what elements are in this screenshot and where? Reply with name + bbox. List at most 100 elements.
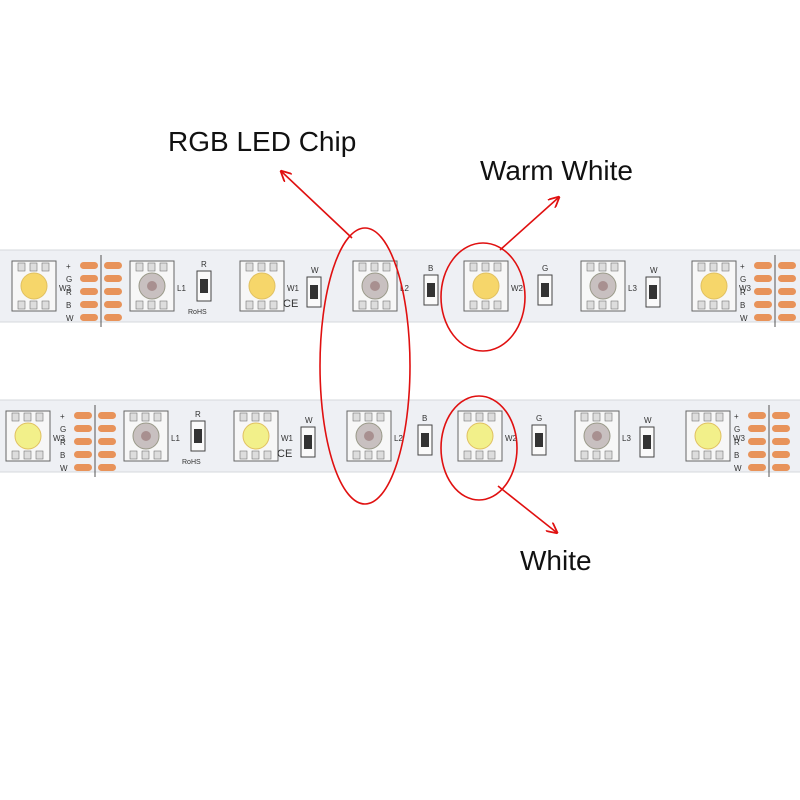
solder-pad: [74, 412, 92, 419]
warm-led-die: [20, 272, 48, 300]
chip-lead: [604, 450, 613, 460]
resistor-label: W: [311, 266, 319, 275]
chip-lead: [487, 450, 496, 460]
solder-pad: [754, 314, 772, 321]
rgb-led-core: [147, 281, 157, 291]
chip-lead: [721, 300, 730, 310]
chip-lead: [475, 412, 484, 422]
warm-white-arrow: [499, 198, 558, 251]
solder-pad: [748, 451, 766, 458]
pad-label: G: [66, 275, 72, 284]
chip-lead: [251, 450, 260, 460]
solder-pad: [80, 262, 98, 269]
pad-label: R: [740, 288, 746, 297]
solder-pad: [98, 412, 116, 419]
chip-lead: [23, 412, 32, 422]
chip-lead: [493, 300, 502, 310]
chip-lead: [257, 300, 266, 310]
white-label: White: [520, 545, 592, 576]
solder-pad: [748, 425, 766, 432]
rgb-led-core: [364, 431, 374, 441]
chip-lead: [239, 412, 248, 422]
solder-pad: [772, 451, 790, 458]
resistor-body: [194, 429, 202, 443]
chip-lead: [135, 300, 144, 310]
pad-label: W: [740, 314, 748, 323]
chip-lead: [598, 262, 607, 272]
solder-pad: [98, 425, 116, 432]
resistor-body: [649, 285, 657, 299]
pad-label: W: [60, 464, 68, 473]
chip-lead: [586, 262, 595, 272]
chip-lead: [239, 450, 248, 460]
white-led-die: [466, 422, 494, 450]
chip-lead: [610, 262, 619, 272]
chip-lead: [592, 450, 601, 460]
solder-pad: [104, 301, 122, 308]
resistor-label: G: [536, 414, 542, 423]
warm-white-label: Warm White: [480, 155, 633, 186]
white-led-die: [694, 422, 722, 450]
chip-lead: [382, 300, 391, 310]
warm-led-die: [248, 272, 276, 300]
resistor-body: [310, 285, 318, 299]
chip-lead: [703, 450, 712, 460]
chip-lead: [245, 300, 254, 310]
chip-lead: [358, 300, 367, 310]
pad-label: G: [740, 275, 746, 284]
white-arrow: [497, 485, 556, 532]
chip-lead: [11, 412, 20, 422]
pad-label: R: [734, 438, 740, 447]
chip-label: W3: [733, 434, 746, 443]
solder-pad: [80, 288, 98, 295]
resistor-label: W: [644, 416, 652, 425]
solder-pad: [74, 451, 92, 458]
pad-label: G: [734, 425, 740, 434]
solder-pad: [104, 262, 122, 269]
chip-lead: [29, 262, 38, 272]
chip-lead: [721, 262, 730, 272]
chip-lead: [251, 412, 260, 422]
annotation-layer: [282, 172, 558, 532]
resistor-body: [643, 435, 651, 449]
chip-lead: [358, 262, 367, 272]
solder-pad: [754, 301, 772, 308]
chip-lead: [245, 262, 254, 272]
warm-white-circle: [440, 242, 526, 352]
chip-label: L3: [628, 284, 637, 293]
chip-lead: [481, 262, 490, 272]
solder-pad: [778, 301, 796, 308]
chip-label: W3: [53, 434, 66, 443]
pad-label: B: [66, 301, 71, 310]
chip-lead: [475, 450, 484, 460]
chip-lead: [715, 412, 724, 422]
pad-label: B: [734, 451, 739, 460]
chip-label: L1: [177, 284, 186, 293]
chip-lead: [610, 300, 619, 310]
pad-label: R: [60, 438, 66, 447]
rgb-chip-label: RGB LED Chip: [168, 126, 357, 157]
warm-led-die: [472, 272, 500, 300]
white-led-die: [14, 422, 42, 450]
chip-lead: [29, 300, 38, 310]
chip-lead: [709, 300, 718, 310]
chip-lead: [580, 450, 589, 460]
solder-pad: [80, 314, 98, 321]
pad-label: W: [66, 314, 74, 323]
chip-label: W1: [287, 284, 300, 293]
solder-pad: [74, 464, 92, 471]
resistor-label: R: [195, 410, 201, 419]
ce-mark: CE: [283, 298, 298, 310]
chip-lead: [135, 262, 144, 272]
resistor-body: [421, 433, 429, 447]
solder-pad: [748, 464, 766, 471]
solder-pad: [80, 275, 98, 282]
chip-lead: [23, 450, 32, 460]
rgb-led-core: [141, 431, 151, 441]
chip-label: W2: [505, 434, 518, 443]
chip-lead: [370, 262, 379, 272]
chip-lead: [269, 300, 278, 310]
